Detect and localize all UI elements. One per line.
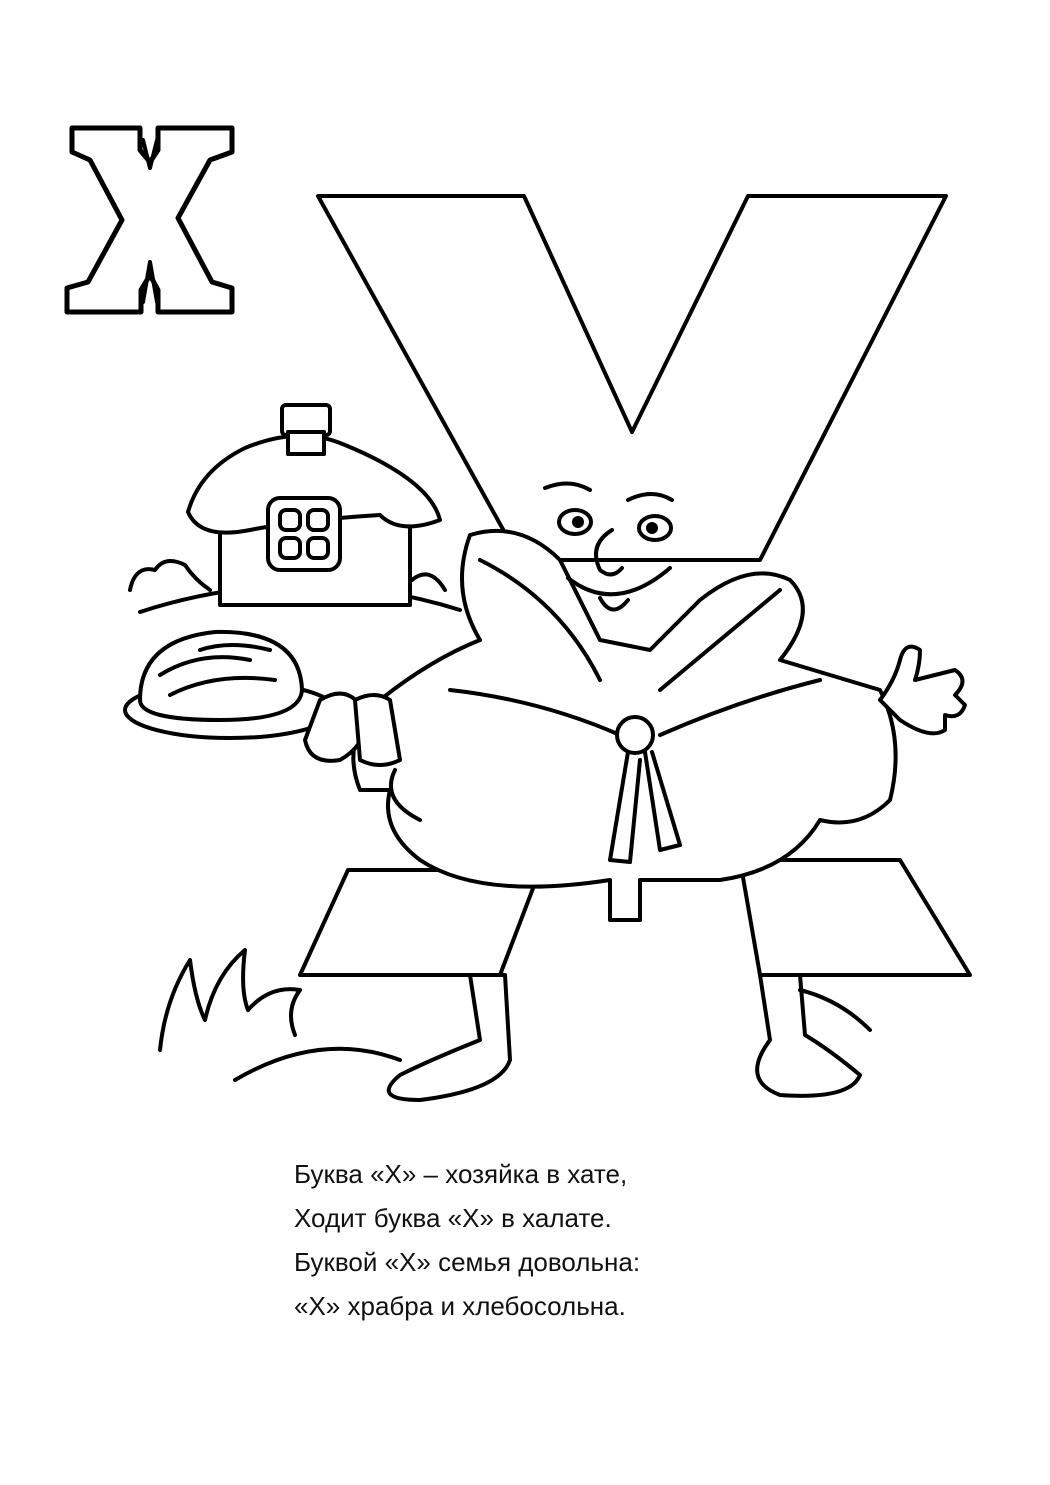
feet-icon [386,973,862,1102]
bread-loaf-icon [123,629,402,767]
poem-line-3: Буквой «Х» семья довольна: [294,1247,641,1277]
face-icon [543,481,674,612]
poem-line-4: «Х» храбра и хлебосольна. [294,1291,626,1321]
poem-line-1: Буква «Х» – хозяйка в хате, [294,1159,628,1189]
house-icon [186,403,442,607]
grass-icon [158,948,872,1082]
waving-hand-icon [878,644,967,736]
poem-line-2: Ходит буква «Х» в халате. [294,1203,612,1233]
bathrobe-icon [351,528,898,922]
poem: Буква «Х» – хозяйка в хате, Ходит буква … [294,1152,854,1328]
small-letter-x-icon [64,125,235,315]
